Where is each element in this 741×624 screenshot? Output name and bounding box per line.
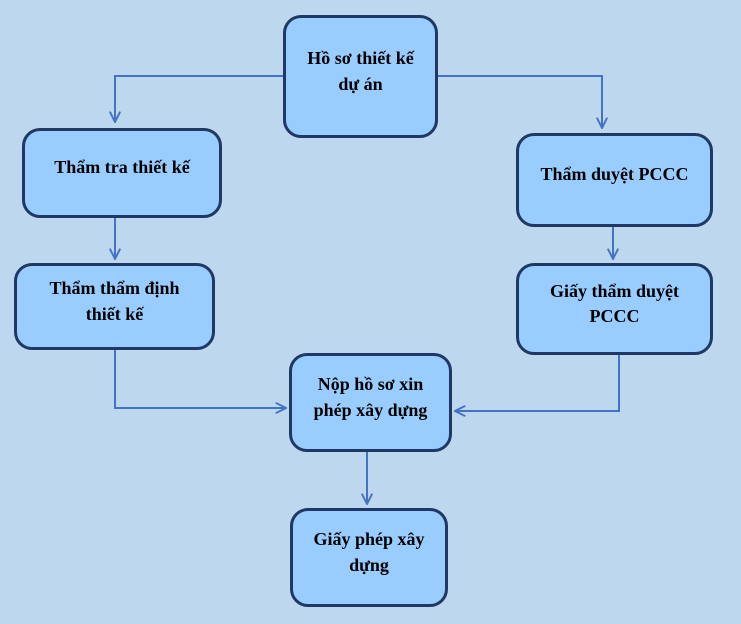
node-nop-ho-so-xin-phep-xay-dung: Nộp hồ sơ xin phép xây dựng bbox=[289, 353, 452, 452]
node-ho-so-thiet-ke-du-an: Hồ sơ thiết kế dự án bbox=[283, 15, 438, 138]
edge-left2-to-mid bbox=[114, 350, 286, 408]
edge-top-to-right1 bbox=[438, 75, 602, 128]
edge-top-to-left1 bbox=[115, 75, 283, 122]
node-giay-phep-xay-dung: Giấy phép xây dựng bbox=[290, 508, 448, 607]
node-tham-duyet-pccc: Thẩm duyệt PCCC bbox=[516, 133, 713, 227]
edge-right2-to-mid bbox=[455, 355, 620, 411]
node-tham-tra-thiet-ke: Thẩm tra thiết kế bbox=[22, 128, 222, 218]
node-tham-tham-dinh-thiet-ke: Thẩm thẩm định thiết kế bbox=[14, 263, 215, 350]
node-giay-tham-duyet-pccc: Giấy thẩm duyệt PCCC bbox=[516, 263, 713, 355]
